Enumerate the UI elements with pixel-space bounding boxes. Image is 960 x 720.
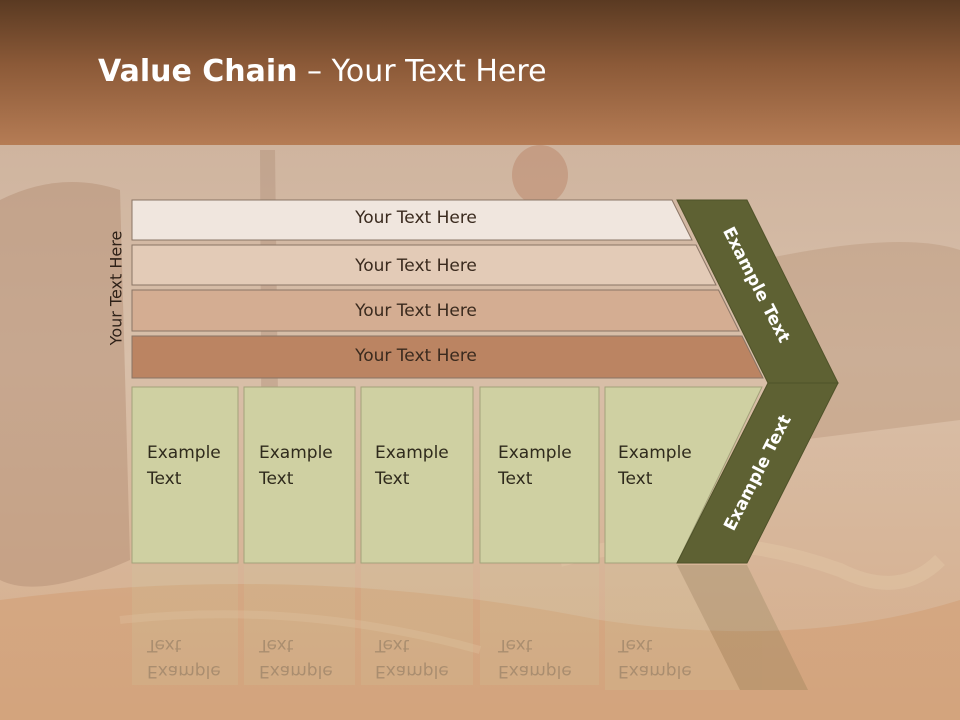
bar-label-3: Your Text Here [355,301,477,321]
box-2-line-1: Example [259,443,333,463]
chevron-lower [676,382,839,564]
activity-box-4 [479,386,600,564]
box-3-line-2: Text [375,469,410,489]
slide-title: Value Chain – Your Text Here [98,54,547,89]
box-5-line-1: Example [618,443,692,463]
box-2-line-2: Text [259,469,294,489]
box-1-line-2: Text [147,469,182,489]
box-5-line-2: Text [618,469,653,489]
side-label: Your Text Here [106,230,126,346]
chain-bar-3 [131,289,740,332]
title-rest: – Your Text Here [297,54,547,89]
activity-box-3 [360,386,474,564]
title-bar [0,0,960,145]
bar-label-4: Your Text Here [355,346,477,366]
title-bold: Value Chain [98,54,298,89]
chain-bar-2 [131,244,717,286]
box-4-line-2: Text [498,469,533,489]
box-1-line-1: Example [147,443,221,463]
chain-bar-1 [131,199,693,241]
chain-bar-4 [131,335,764,379]
box-3-line-1: Example [375,443,449,463]
bar-label-1: Your Text Here [355,208,477,228]
bar-label-2: Your Text Here [355,256,477,276]
box-4-line-1: Example [498,443,572,463]
diagram-reflection [132,565,808,690]
activity-box-2 [243,386,356,564]
activity-box-1 [131,386,239,564]
